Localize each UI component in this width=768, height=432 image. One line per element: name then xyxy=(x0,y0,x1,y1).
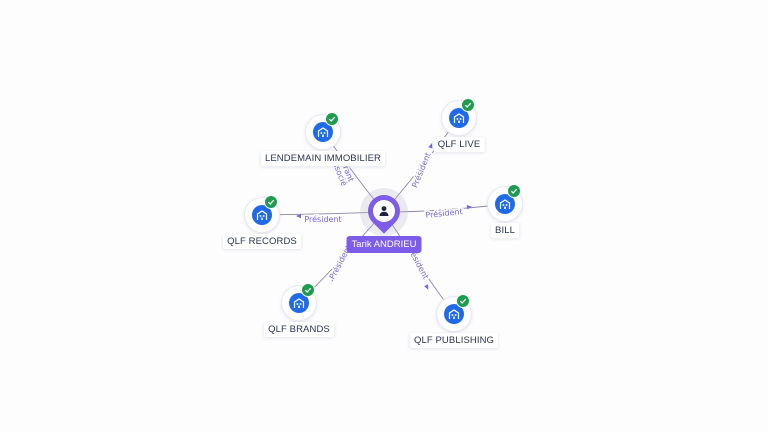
verified-check-icon xyxy=(456,294,470,308)
edge-arrow-qlf-brands xyxy=(331,276,336,282)
company-badge xyxy=(442,98,476,135)
company-badge xyxy=(245,195,279,232)
company-badge xyxy=(282,283,316,320)
company-label: BILL xyxy=(491,223,519,238)
edge-label-bill: Président xyxy=(425,206,463,220)
company-badge xyxy=(306,112,340,149)
verified-check-icon xyxy=(264,195,278,209)
edge-label-qlf-records: Président xyxy=(304,214,341,224)
verified-check-icon xyxy=(301,283,315,297)
edge-arrow-qlf-live xyxy=(428,143,433,149)
building-icon xyxy=(495,194,515,214)
building-icon xyxy=(449,108,469,128)
company-label: QLF BRANDS xyxy=(264,322,334,337)
company-label: QLF LIVE xyxy=(433,137,485,152)
edge-arrow-qlf-publishing xyxy=(424,284,429,290)
building-icon xyxy=(444,304,464,324)
person-name-label: Tarik ANDRIEU xyxy=(346,236,422,253)
edge-arrow-qlf-records xyxy=(296,213,301,219)
verified-check-icon xyxy=(325,112,339,126)
edge-arrow-bill xyxy=(466,205,472,210)
company-label: LENDEMAIN IMMOBILIER xyxy=(260,151,386,166)
company-badge xyxy=(488,184,522,221)
person-icon xyxy=(373,200,395,222)
company-label: QLF PUBLISHING xyxy=(409,333,499,348)
building-icon xyxy=(289,293,309,313)
verified-check-icon xyxy=(507,184,521,198)
verified-check-icon xyxy=(461,98,475,112)
company-label: QLF RECORDS xyxy=(223,234,301,249)
edge-label-qlf-live: Président xyxy=(409,151,432,189)
building-icon xyxy=(313,122,333,142)
company-badge xyxy=(437,294,471,331)
edge-label-halo-qlf-records: Président xyxy=(304,214,341,224)
building-icon xyxy=(252,205,272,225)
